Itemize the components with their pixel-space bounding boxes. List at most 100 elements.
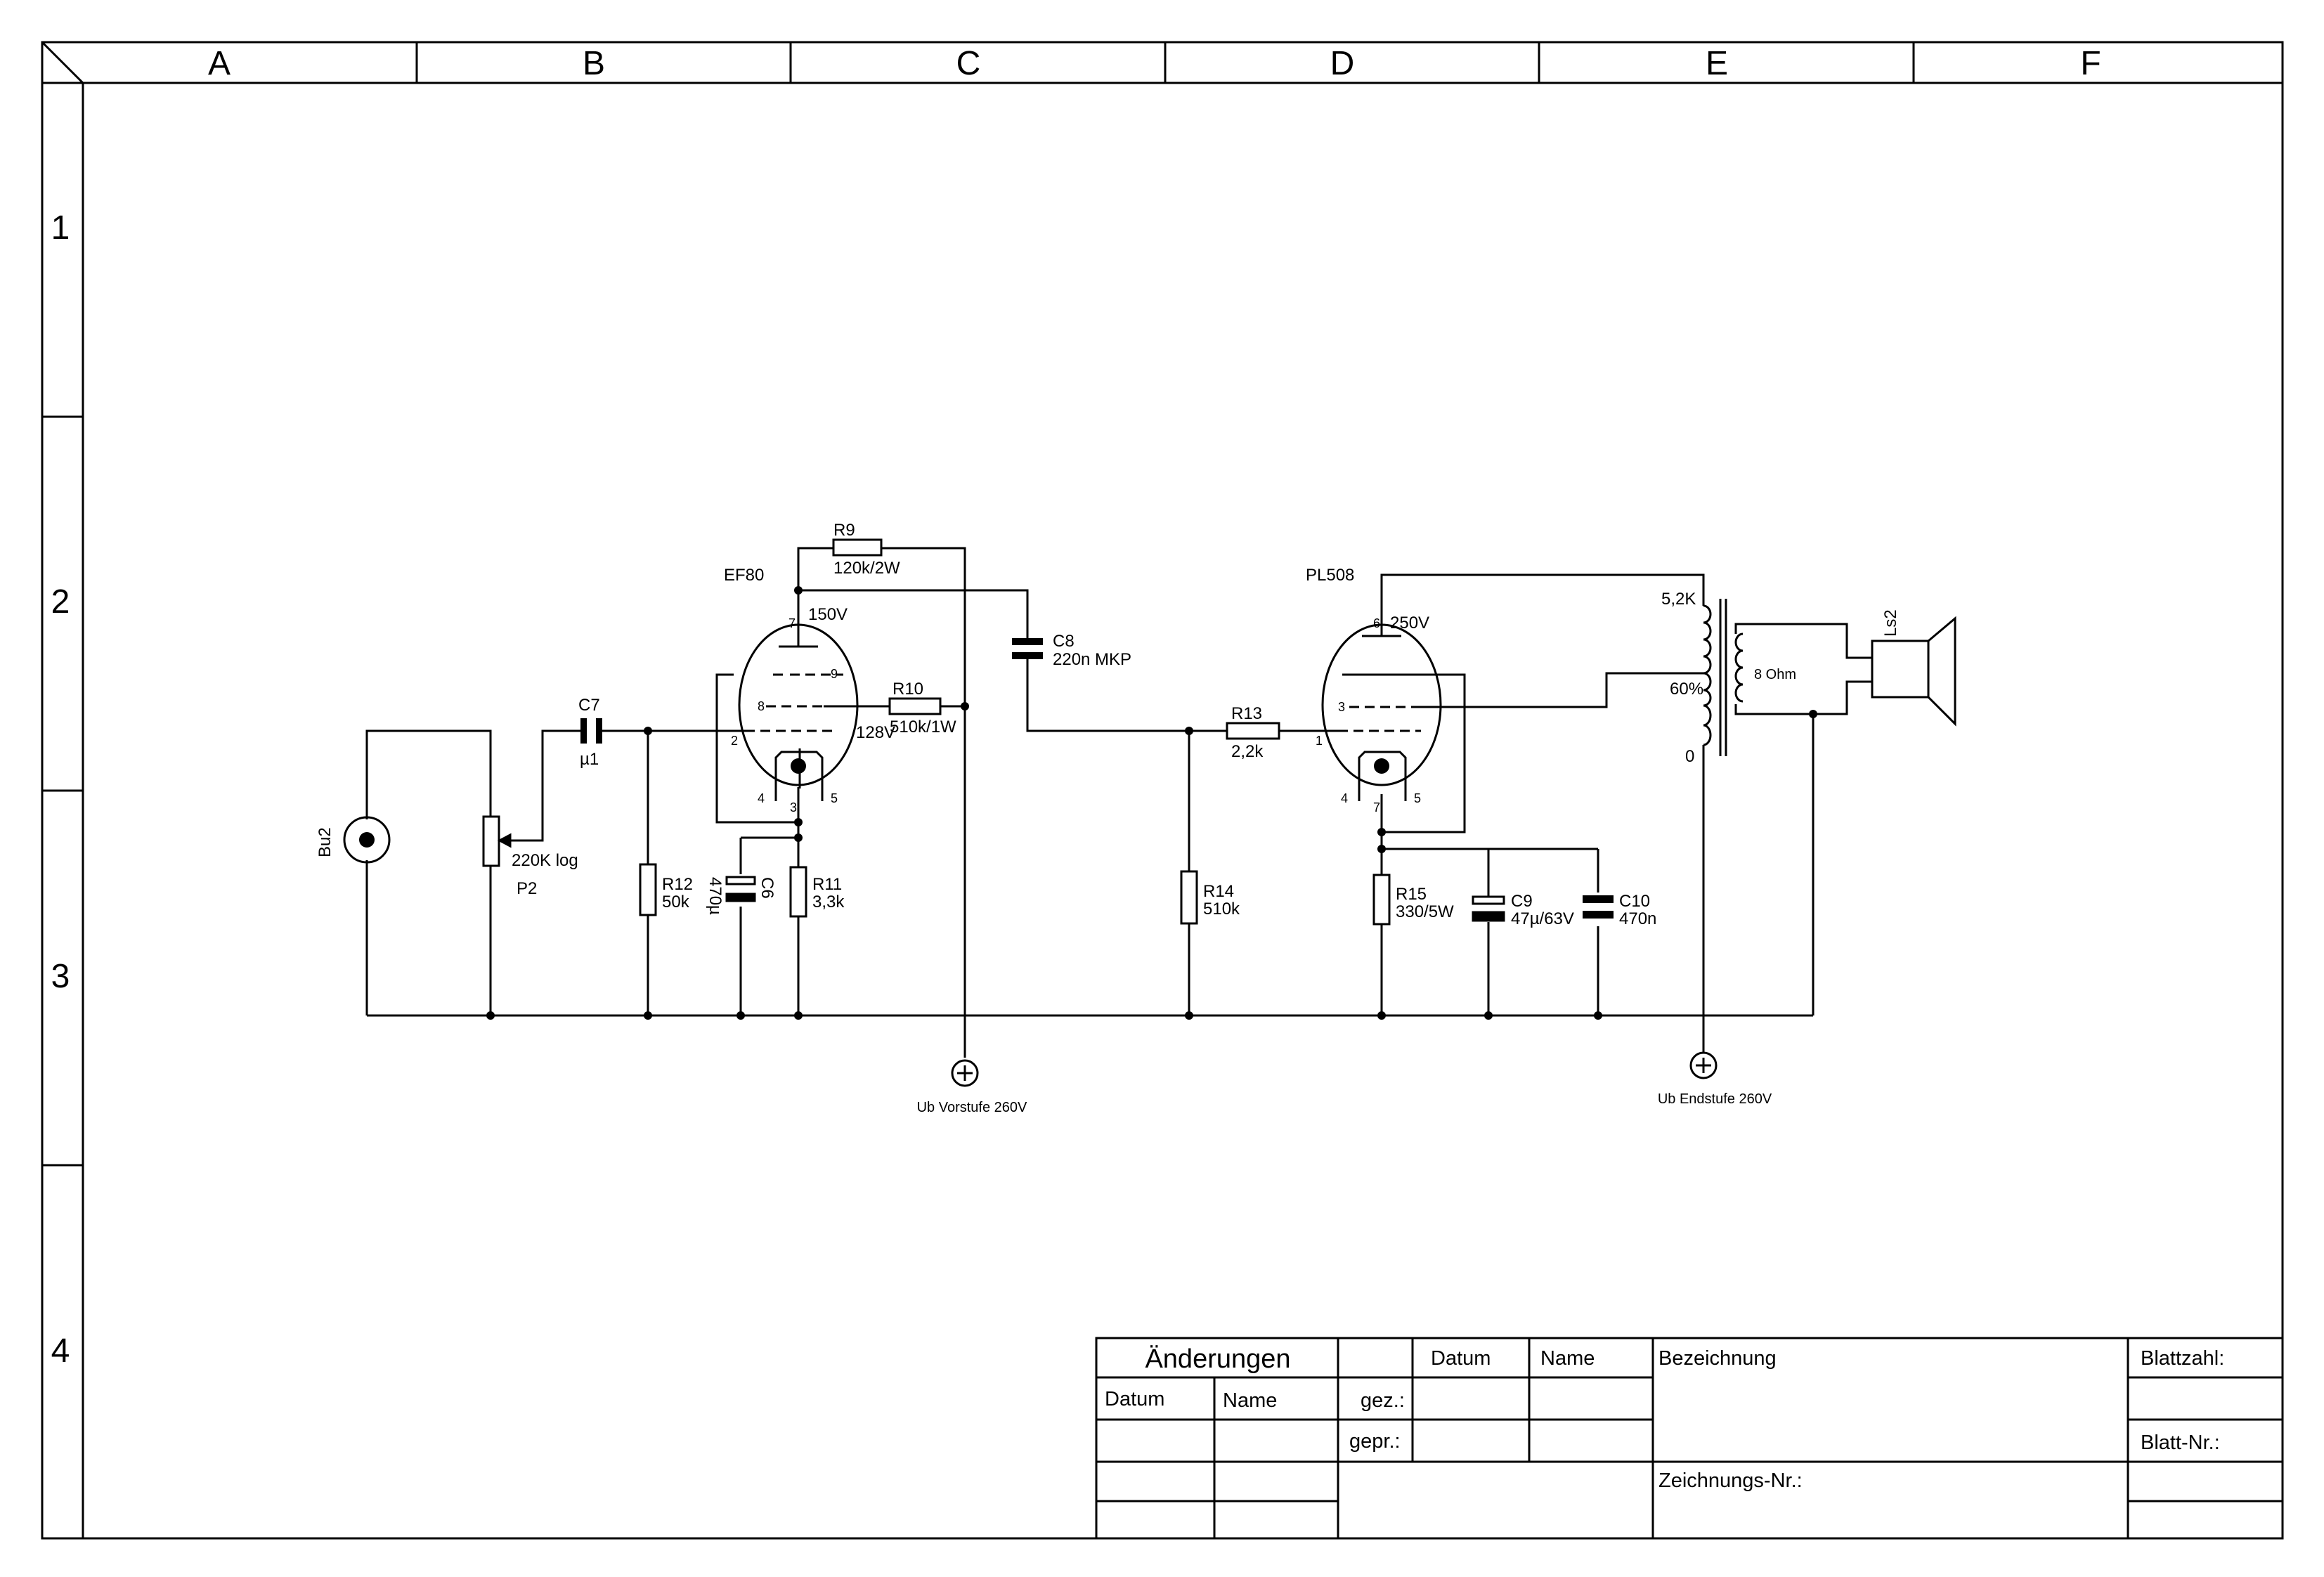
ef80-pin-8: 8 <box>758 699 765 713</box>
resistor-r15 <box>1372 874 1391 926</box>
resistor-r11 <box>789 866 807 918</box>
tb-zeichnungsnr: Zeichnungs-Nr.: <box>1658 1469 1803 1492</box>
ef80-v-anode: 150V <box>808 605 848 624</box>
pl508-pin-numbers: 6 3 1 4 7 5 <box>1316 616 1421 815</box>
column-label-a: A <box>208 45 231 82</box>
junction-dot <box>1484 1011 1493 1020</box>
ef80-pin-3: 3 <box>790 800 797 815</box>
row-label-4: 4 <box>51 1332 70 1370</box>
tb-blattzahl: Blattzahl: <box>2141 1347 2224 1370</box>
output-transformer <box>1703 599 1744 756</box>
junction-dot <box>644 1011 652 1020</box>
r12-ref: R12 <box>662 875 693 894</box>
r14-ref: R14 <box>1203 882 1234 901</box>
title-block <box>1095 1337 2284 1540</box>
tube-ef80 <box>731 623 859 807</box>
column-labels: A B C D E F <box>208 45 2101 82</box>
resistor-r12 <box>639 863 657 916</box>
r9-ref: R9 <box>833 521 855 540</box>
supply-terminal-final <box>1689 1051 1718 1079</box>
tb-name-changes: Name <box>1223 1389 1277 1412</box>
ef80-pin-numbers: 7 9 8 2 4 3 5 <box>731 616 838 815</box>
capacitor-c6 <box>725 876 756 902</box>
capacitor-c10 <box>1583 895 1614 919</box>
tb-name: Name <box>1540 1347 1595 1370</box>
r11-value: 3,3k <box>812 893 845 911</box>
ef80-pin-5: 5 <box>831 791 838 805</box>
column-label-f: F <box>2080 45 2101 82</box>
r15-value: 330/5W <box>1396 902 1454 921</box>
junction-dot <box>1594 1011 1602 1020</box>
pl508-pin-3: 3 <box>1338 700 1345 714</box>
column-label-e: E <box>1706 45 1728 82</box>
r14-value: 510k <box>1203 900 1240 919</box>
capacitor-c9 <box>1472 895 1505 922</box>
tb-datum: Datum <box>1431 1347 1491 1370</box>
speaker-ls2 <box>1871 616 1956 727</box>
r15-ref: R15 <box>1396 885 1427 904</box>
junction-dot <box>961 702 969 710</box>
column-label-d: D <box>1330 45 1355 82</box>
bu2-label: Bu2 <box>316 827 335 857</box>
row-labels: 1 2 3 4 <box>51 209 70 1370</box>
junction-dot <box>644 727 652 735</box>
junction-dot <box>486 1011 495 1020</box>
ef80-pin-4: 4 <box>758 791 765 805</box>
c8-value: 220n MKP <box>1053 650 1131 669</box>
pl508-pin-1: 1 <box>1316 734 1323 748</box>
pl508-pin-7: 7 <box>1373 800 1380 815</box>
r10-ref: R10 <box>892 680 923 699</box>
c10-value: 470n <box>1619 909 1656 928</box>
ef80-v-screen: 128V <box>856 723 895 742</box>
supply-final-label: Ub Endstufe 260V <box>1658 1091 1772 1107</box>
transformer-tap-bottom: 0 <box>1685 747 1694 766</box>
tb-datum-changes: Datum <box>1105 1388 1164 1410</box>
r11-ref: R11 <box>812 875 842 894</box>
c6-value: 470µ <box>706 877 725 915</box>
tube-pl508 <box>1321 623 1442 801</box>
transformer-tap-mid: 60% <box>1670 680 1703 699</box>
resistor-r9 <box>832 538 883 557</box>
column-label-c: C <box>956 45 981 82</box>
row-label-3: 3 <box>51 958 70 995</box>
pl508-cathode-dot <box>1374 758 1389 774</box>
row-label-1: 1 <box>51 209 70 247</box>
c6-ref: C6 <box>758 877 777 899</box>
column-label-b: B <box>583 45 605 82</box>
junction-dot <box>1377 828 1386 836</box>
ef80-name: EF80 <box>724 566 764 585</box>
row-label-2: 2 <box>51 583 70 621</box>
wires <box>365 547 1872 1058</box>
capacitor-c7 <box>580 718 602 744</box>
tb-gepr: gepr.: <box>1349 1430 1401 1453</box>
c10-ref: C10 <box>1619 892 1650 911</box>
pl508-pin-5: 5 <box>1414 791 1421 805</box>
ef80-pin-2: 2 <box>731 734 738 748</box>
junction-dot <box>794 833 803 842</box>
potentiometer-p2 <box>482 815 543 867</box>
tb-gez: gez.: <box>1361 1389 1405 1412</box>
pl508-v-anode: 250V <box>1390 614 1429 632</box>
ls2-ref: Ls2 <box>1881 609 1900 637</box>
junction-dot <box>794 586 803 595</box>
c7-ref: C7 <box>578 696 600 715</box>
pl508-name: PL508 <box>1306 566 1354 585</box>
junction-dot <box>1185 1011 1193 1020</box>
tb-bezeichnung: Bezeichnung <box>1658 1347 1777 1370</box>
c7-value: µ1 <box>580 750 599 769</box>
ef80-cathode-dot <box>791 758 806 774</box>
r9-value: 120k/2W <box>833 559 900 578</box>
r12-value: 50k <box>662 893 690 911</box>
tb-blattnr: Blatt-Nr.: <box>2141 1432 2220 1454</box>
r13-value: 2,2k <box>1231 742 1264 761</box>
c9-value: 47µ/63V <box>1511 909 1574 928</box>
resistor-r13 <box>1226 722 1280 740</box>
junction-dot <box>1377 1011 1386 1020</box>
ef80-pin-7: 7 <box>788 616 796 630</box>
junction-dot <box>794 818 803 826</box>
supply-pre-label: Ub Vorstufe 260V <box>917 1100 1027 1115</box>
p2-value: 220K log <box>512 851 578 870</box>
junction-dot <box>1809 710 1817 718</box>
junction-dots <box>486 586 1817 1020</box>
